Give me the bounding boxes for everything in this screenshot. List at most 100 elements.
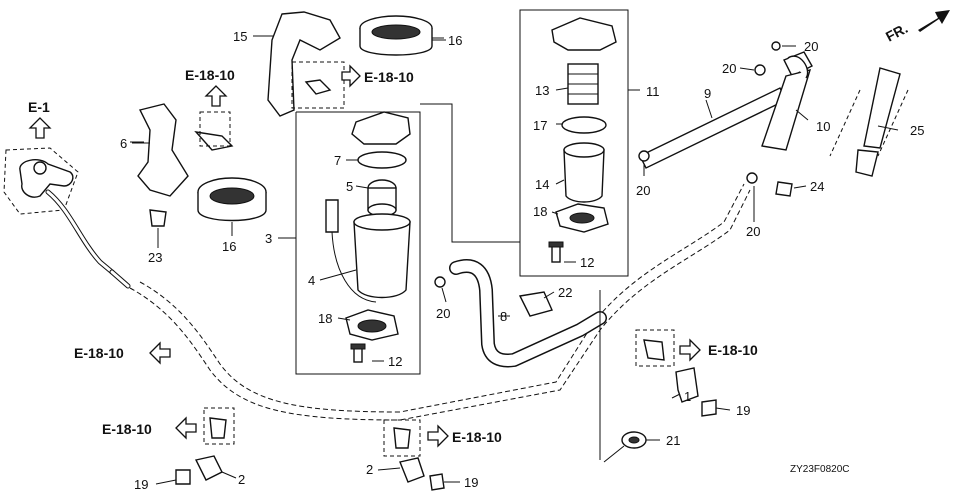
part-label-11: 11 (646, 84, 660, 99)
left-arrow-icon (175, 416, 197, 440)
o-ring-7 (357, 151, 407, 169)
ref-dashed-box (635, 329, 675, 367)
part-label-18: 18 (533, 204, 547, 219)
ref-e18-top-mid[interactable]: E-18-10 (341, 64, 414, 88)
clip-20 (754, 64, 766, 76)
ref-dashed-box (383, 419, 421, 457)
front-label: FR. (883, 20, 910, 45)
part-label-23: 23 (148, 250, 162, 265)
part-label-20: 20 (436, 306, 450, 321)
up-arrow-icon (204, 85, 228, 107)
part-label-20: 20 (722, 61, 736, 76)
part-label-20: 20 (746, 224, 760, 239)
part-label-20: 20 (636, 183, 650, 198)
part-label-19: 19 (736, 403, 750, 418)
e1-label: E-1 (28, 99, 50, 115)
part-label-2: 2 (366, 462, 373, 477)
ref-e18-bottom-mid[interactable]: E-18-10 (383, 419, 502, 491)
ref-dashed-box (199, 111, 231, 147)
right-arrow-icon (679, 338, 701, 362)
ref-label: E-18-10 (102, 421, 152, 437)
fuel-pump-body (19, 159, 74, 198)
main-fuel-pipe (45, 183, 751, 421)
part-label-18: 18 (318, 311, 332, 326)
strainer-assembly (295, 111, 421, 375)
part-label-8: 8 (500, 309, 507, 324)
bracket-6 (137, 103, 189, 197)
clip-20 (434, 276, 446, 288)
pipe-clip (209, 417, 227, 439)
pipe-clip (393, 427, 411, 449)
e1-reference[interactable]: E-1 (28, 99, 52, 139)
filter-cup-14 (563, 149, 605, 203)
bolt (304, 79, 332, 95)
left-arrow-icon (149, 341, 171, 365)
front-arrow-icon (918, 10, 950, 32)
right-arrow-icon (427, 424, 449, 448)
part-number-labels: 1 2 2 3 4 5 6 7 8 9 10 11 12 12 13 14 15… (120, 29, 924, 492)
part-label-20: 20 (804, 39, 818, 54)
clip-23 (149, 209, 167, 227)
filter-cap (551, 17, 617, 51)
pipe-clip (643, 339, 665, 361)
upper-bracket-group (262, 11, 444, 117)
ref-label: E-18-10 (185, 67, 235, 83)
cup-4 (353, 221, 411, 299)
clip-20 (638, 150, 650, 162)
pump-port (33, 161, 47, 175)
part-label-2: 2 (238, 472, 245, 487)
bolt-19 (175, 469, 191, 485)
part-label-5: 5 (346, 179, 353, 194)
part-label-22: 22 (558, 285, 572, 300)
part-label-21: 21 (666, 433, 680, 448)
plate-2 (194, 455, 223, 481)
ref-label: E-18-10 (364, 69, 414, 85)
sensor-connector (325, 199, 339, 233)
ref-label: E-18-10 (74, 345, 124, 361)
part-label-10: 10 (816, 119, 830, 134)
strainer-cap (351, 111, 411, 145)
part-label-7: 7 (334, 153, 341, 168)
part-label-25: 25 (910, 123, 924, 138)
hose-25 (863, 67, 901, 149)
filter-assembly (519, 9, 629, 277)
part-label-19: 19 (464, 475, 478, 490)
part-label-14: 14 (535, 177, 549, 192)
part-label-1: 1 (684, 389, 691, 404)
ref-label: E-18-10 (708, 342, 758, 358)
ref-e18-top-left[interactable]: E-18-10 (185, 67, 235, 147)
clip-20 (746, 172, 758, 184)
fuel-tubes (638, 41, 909, 197)
up-arrow-icon (28, 117, 52, 139)
leader-lines (132, 35, 899, 485)
part-label-16: 16 (222, 239, 236, 254)
ref-e18-right[interactable]: E-18-10 (635, 329, 758, 367)
fuel-pump-assembly (3, 147, 79, 215)
strainer-bracket-group (130, 103, 267, 248)
o-ring-17 (561, 116, 607, 134)
ref-e18-bottom-left[interactable]: E-18-10 (102, 407, 235, 485)
ref-dashed-box (203, 407, 235, 445)
right-arrow-icon (341, 64, 361, 88)
bolt-19 (429, 473, 445, 491)
part-label-19: 19 (134, 477, 148, 492)
tube-10 (761, 69, 812, 151)
part-label-6: 6 (120, 136, 127, 151)
drawing-code: ZY23F0820C (790, 464, 849, 475)
ref-label: E-18-10 (452, 429, 502, 445)
ref-e18-left[interactable]: E-18-10 (74, 341, 171, 365)
front-direction-indicator: FR. (883, 10, 950, 45)
bolt-19 (701, 399, 717, 417)
bolt (194, 131, 234, 151)
part-label-3: 3 (265, 231, 272, 246)
tube-9 (639, 87, 787, 169)
plate-2 (399, 457, 425, 483)
part-label-4: 4 (308, 273, 315, 288)
clip-24 (775, 181, 793, 197)
part-label-24: 24 (810, 179, 824, 194)
part-label-12: 12 (388, 354, 402, 369)
bracket-15 (267, 11, 341, 117)
lower-right-hardware (599, 290, 717, 463)
part-label-12: 12 (580, 255, 594, 270)
